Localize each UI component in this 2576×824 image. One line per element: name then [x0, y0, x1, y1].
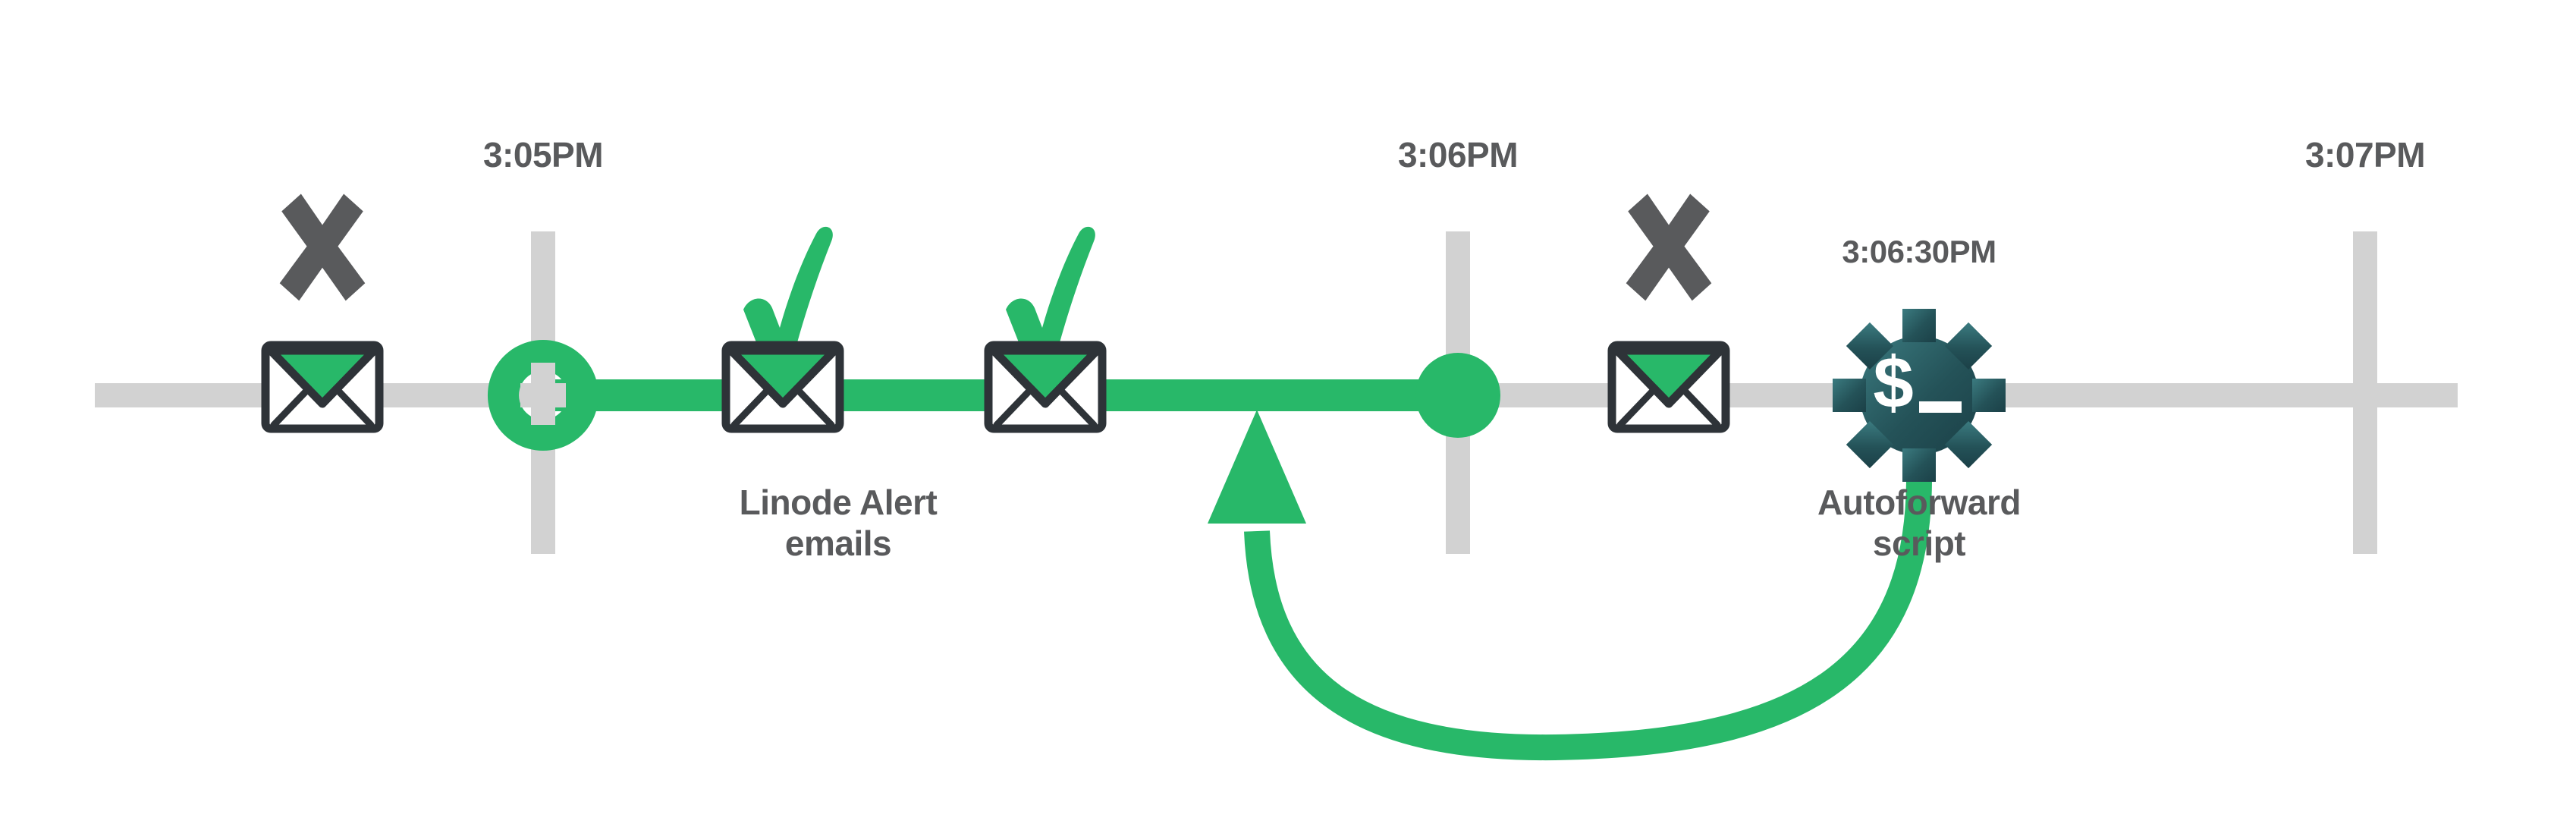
x-mark-icon-2	[1626, 193, 1712, 301]
svg-text:$: $	[1873, 342, 1913, 423]
tick-label-305pm: 3:05PM	[482, 135, 604, 175]
ring-marker-305pm	[487, 340, 598, 451]
gear-shell-prompt-icon: $	[1833, 309, 2006, 482]
label-autoforward-time: 3:06:30PM	[1842, 234, 1996, 269]
envelope-icon-2	[721, 341, 844, 433]
envelope-icon-3	[984, 341, 1107, 433]
tick-label-307pm: 3:07PM	[2304, 135, 2426, 175]
label-autoforward-script: Autoforward script	[1817, 483, 2021, 564]
envelope-icon-4	[1607, 341, 1730, 433]
feedback-arrow	[1208, 410, 1932, 761]
check-mark-icon-1	[743, 226, 833, 370]
check-mark-icon-2	[1006, 226, 1095, 370]
tick-label-306pm: 3:06PM	[1397, 135, 1519, 175]
tick-mark-307pm	[2353, 231, 2377, 554]
envelope-icon-1	[261, 341, 384, 433]
dot-marker-306pm	[1415, 353, 1500, 438]
label-linode-alert-emails: Linode Alert emails	[739, 483, 938, 564]
x-mark-icon-1	[279, 193, 366, 301]
